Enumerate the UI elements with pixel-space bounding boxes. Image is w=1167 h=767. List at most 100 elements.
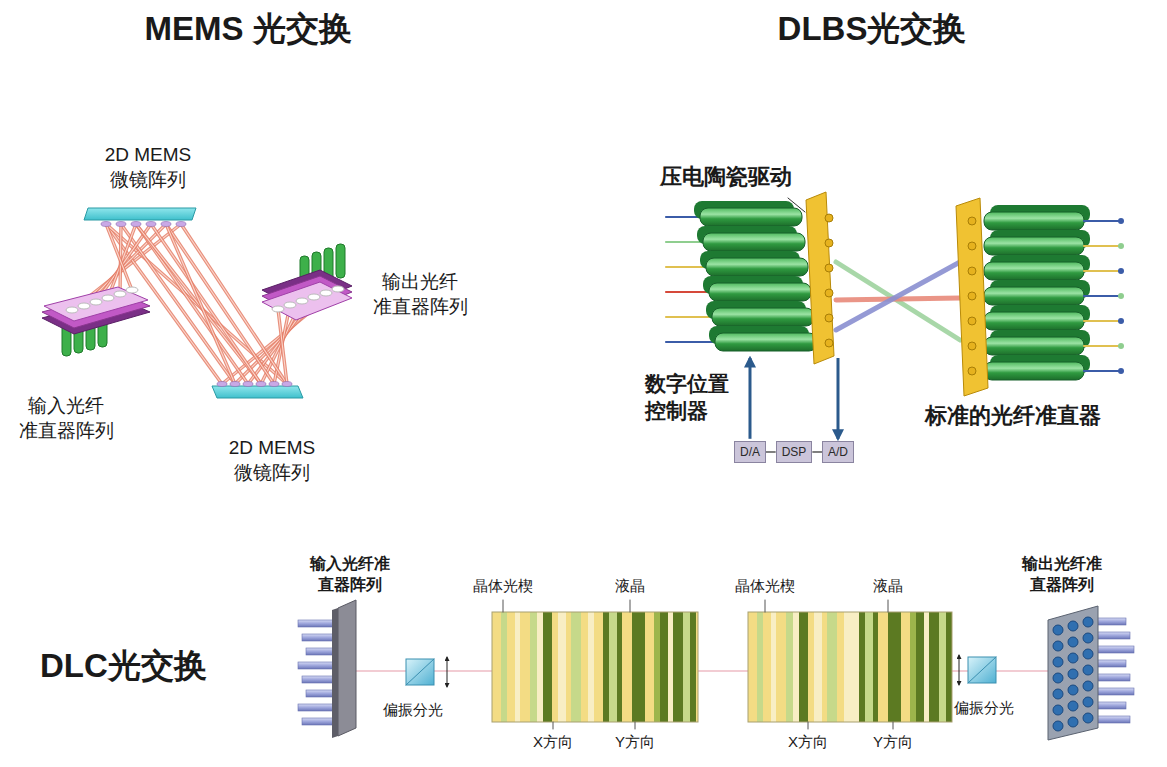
piezo-connector	[825, 239, 833, 247]
collimator-lens	[1083, 713, 1093, 723]
fiber-wire	[1084, 295, 1120, 297]
stripe	[901, 612, 910, 722]
mems-mirror-plate	[212, 386, 303, 398]
collimator-connector	[968, 367, 976, 375]
stripe	[844, 612, 850, 722]
collimator-plate	[262, 282, 352, 320]
stripe	[552, 612, 558, 722]
crystal-lc-stack	[748, 612, 952, 722]
block-label: DSP	[782, 445, 807, 459]
collimator-lens	[284, 302, 296, 308]
part-label: 偏振分光	[954, 698, 1014, 718]
stripe	[924, 612, 929, 722]
collimator-connector	[968, 342, 976, 350]
stripe	[645, 612, 654, 722]
fiber-rod	[1096, 716, 1130, 723]
collimator-lens	[1083, 633, 1093, 643]
light-beam	[166, 224, 235, 384]
leader-line	[503, 600, 504, 612]
stripe	[617, 612, 622, 722]
stripe	[793, 612, 799, 722]
fiber-wire	[1084, 370, 1120, 372]
direction-label: X方向	[533, 732, 573, 752]
connector-line	[812, 451, 822, 453]
stripe	[654, 612, 660, 722]
fiber-rod	[1096, 674, 1130, 681]
fiber-rod	[1096, 702, 1126, 709]
collimator-tube	[984, 312, 1084, 330]
dlbs-switch	[666, 192, 1124, 396]
stripe	[632, 612, 639, 722]
collimator-plate	[338, 600, 356, 736]
mems-mirror-plate	[84, 208, 196, 220]
polarization-arrow	[447, 657, 448, 687]
fiber-wire	[1084, 270, 1120, 272]
stripe	[873, 612, 878, 722]
collimator-plate	[44, 287, 148, 321]
piezo-connector	[825, 214, 833, 222]
piezo-tube	[706, 258, 808, 276]
collimator-lens	[102, 295, 114, 301]
light-beam-core	[151, 224, 261, 384]
stripe	[673, 612, 683, 722]
stripe	[571, 612, 581, 722]
light-beam-core	[166, 224, 235, 384]
collimator-lens	[1083, 681, 1093, 691]
fiber-wire	[666, 216, 700, 218]
micro-mirror	[101, 222, 111, 227]
block-label: D/A	[740, 445, 760, 459]
micro-mirror	[146, 222, 156, 227]
collimator-lens	[1083, 665, 1093, 675]
collimator-connector	[968, 317, 976, 325]
stripe	[609, 612, 617, 722]
collimator-lens	[1053, 641, 1063, 651]
part-label: 2D MEMS 微镜阵列	[207, 436, 337, 485]
stripe	[878, 612, 888, 722]
feedback-arrow	[836, 358, 839, 439]
part-label: 输入光纤 准直器阵列	[10, 394, 122, 443]
fiber-wire	[1084, 220, 1120, 222]
fiber-wire	[666, 266, 706, 268]
part-label: 液晶	[615, 576, 645, 596]
stripe	[566, 612, 571, 722]
stripe	[757, 612, 763, 722]
piezo-connector	[825, 314, 833, 322]
collimator-lens	[1053, 705, 1063, 715]
stripe	[771, 612, 776, 722]
part-label: 液晶	[873, 576, 903, 596]
piezo-tube	[703, 233, 805, 251]
stripe	[946, 612, 952, 722]
collimator-lens	[1083, 649, 1093, 659]
collimator-lens	[1068, 701, 1078, 711]
polarizing-beam-splitter	[406, 659, 434, 685]
stripe	[501, 612, 507, 722]
collimator-lens	[296, 298, 308, 304]
collimator-lens	[78, 303, 90, 309]
fiber-end	[1118, 268, 1124, 274]
stripe	[799, 612, 808, 722]
fiber-rod	[1096, 632, 1130, 639]
leader-line	[893, 722, 894, 729]
collimator-lens	[1053, 689, 1063, 699]
collimator-lens	[1053, 657, 1063, 667]
section-heading: DLBS光交换	[778, 8, 967, 51]
leader-line	[630, 600, 631, 612]
micro-mirror	[256, 382, 266, 387]
piezo-tube	[715, 333, 817, 351]
fiber-end	[1118, 343, 1124, 349]
micro-mirror	[176, 222, 186, 227]
micro-mirror	[116, 222, 126, 227]
piezo-tube	[712, 308, 814, 326]
collimator-connector	[968, 242, 976, 250]
fiber-end	[1118, 318, 1124, 324]
collimator-lens	[1068, 685, 1078, 695]
polarizing-beam-splitter	[968, 657, 996, 683]
stripe	[530, 612, 537, 722]
stripe	[537, 612, 543, 722]
fiber-rod	[1096, 618, 1126, 625]
part-label: 晶体光楔	[735, 576, 795, 596]
stripe	[929, 612, 939, 722]
stripe	[639, 612, 645, 722]
light-beam	[106, 224, 132, 290]
fiber-cylinder	[336, 244, 345, 278]
